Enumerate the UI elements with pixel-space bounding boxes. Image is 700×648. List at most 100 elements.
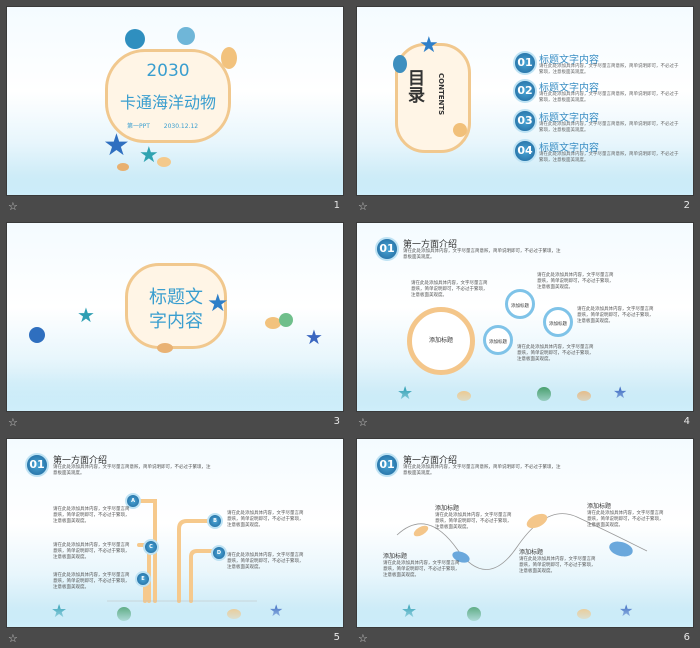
section-badge: 01 xyxy=(25,453,49,477)
section-badge: 01 xyxy=(375,237,399,261)
sea-gradient xyxy=(357,387,693,411)
node-badge: D xyxy=(211,545,227,561)
section-heading: 第一方面介绍 xyxy=(53,456,108,466)
small-circle-right[interactable]: 添加标题 xyxy=(543,307,573,337)
toc-en: CONTENTS xyxy=(437,73,445,116)
toc-item-title: 标题文字内容 xyxy=(539,83,599,94)
slide-thumbnail-5[interactable]: 01 第一方面介绍 请在此处添加具体内容，文字尽量言简意赅，简单说明即可，不必过… xyxy=(6,438,344,648)
starfish-icon: ★ xyxy=(207,289,229,317)
step-text-2: 请在此处添加具体内容，文字尽量言简意赅，简单说明即可，不必过于繁琐，注意板面美观… xyxy=(435,513,512,530)
slide-number: 4 xyxy=(683,416,690,427)
section-badge: 01 xyxy=(375,453,399,477)
section-title-line2: 字内容 xyxy=(149,311,203,332)
slide-3-footer: ☆ 3 xyxy=(6,414,344,432)
step-text-3: 请在此处添加具体内容，文字尽量言简意赅，简单说明即可，不必过于繁琐，注意板面美观… xyxy=(519,557,596,574)
slide-number: 5 xyxy=(333,632,340,643)
toc-badge: 04 xyxy=(513,139,537,163)
slide-thumbnail-1[interactable]: 2030 卡通海洋动物 第一PPT 2030.12.12 ★ ★ ☆ 1 xyxy=(6,6,344,216)
slide-3-canvas: 标题文 字内容 ★ ★ ★ xyxy=(6,222,344,412)
date-text: 2030.12.12 xyxy=(163,123,199,130)
shell-decoration xyxy=(157,343,173,353)
slide-thumbnail-2[interactable]: 目录 CONTENTS ★ 01 标题文字内容 请在此处添加具体内容，文字尽量言… xyxy=(356,6,694,216)
step-text-1: 请在此处添加具体内容，文字尽量言简意赅，简单说明即可，不必过于繁琐，注意板面美观… xyxy=(383,561,460,578)
shell-decoration xyxy=(453,123,467,137)
section-desc: 请在此处添加具体内容，文字尽量言简意赅，简单说明即可，不必过于繁琐，注意板面美观… xyxy=(403,465,561,476)
sea-gradient xyxy=(357,171,693,195)
star-icon[interactable]: ☆ xyxy=(358,200,368,213)
branch-text-d: 请在此处添加具体内容，文字尽量言简意赅，简单说明即可，不必过于繁琐，注意板面美观… xyxy=(227,553,304,570)
step-text-4: 请在此处添加具体内容，文字尽量言简意赅，简单说明即可，不必过于繁琐，注意板面美观… xyxy=(587,511,664,528)
slide-title: 卡通海洋动物 xyxy=(119,93,216,112)
sea-gradient xyxy=(7,603,343,627)
shell-decoration xyxy=(265,317,281,329)
sea-gradient xyxy=(357,603,693,627)
text-block-a: 请在此处添加具体内容，文字尽量言简意赅，简单说明即可，不必过于繁琐，注意板面美观… xyxy=(411,281,488,298)
small-circle-label: 添加标题 xyxy=(489,340,507,345)
slide-1-canvas: 2030 卡通海洋动物 第一PPT 2030.12.12 ★ ★ xyxy=(6,6,344,196)
slide-4-canvas: 01 第一方面介绍 请在此处添加具体内容，文字尽量言简意赅，简单说明即可，不必过… xyxy=(356,222,694,412)
node-badge: B xyxy=(207,513,223,529)
section-frame xyxy=(125,263,227,349)
toc-item-desc: 请在此处添加具体内容，文字尽量言简意赅，简单说明即可，不必过于繁琐，注意板面美观… xyxy=(539,152,679,163)
branch-text-e: 请在此处添加具体内容，文字尽量言简意赅，简单说明即可，不必过于繁琐，注意板面美观… xyxy=(53,573,130,590)
text-block-b: 请在此处添加具体内容，文字尽量言简意赅，简单说明即可，不必过于繁琐，注意板面美观… xyxy=(537,273,614,290)
small-circle-top[interactable]: 添加标题 xyxy=(505,289,535,319)
starfish-icon: ★ xyxy=(103,128,130,163)
star-icon[interactable]: ☆ xyxy=(8,632,18,645)
slide-1-footer: ☆ 1 xyxy=(6,198,344,216)
star-icon[interactable]: ☆ xyxy=(8,200,18,213)
section-desc: 请在此处添加具体内容，文字尽量言简意赅，简单说明即可，不必过于繁琐，注意板面美观… xyxy=(403,249,561,260)
slide-2-footer: ☆ 2 xyxy=(356,198,694,216)
slide-number: 1 xyxy=(333,200,340,211)
shell-decoration xyxy=(279,313,293,327)
toc-item-title: 标题文字内容 xyxy=(539,113,599,124)
section-desc: 请在此处添加具体内容，文字尽量言简意赅，简单说明即可，不必过于繁琐，注意板面美观… xyxy=(53,465,211,476)
star-icon[interactable]: ☆ xyxy=(358,632,368,645)
slide-thumbnail-3[interactable]: 标题文 字内容 ★ ★ ★ ☆ 3 xyxy=(6,222,344,432)
main-circle-label: 添加标题 xyxy=(428,337,453,344)
branch-text-c: 请在此处添加具体内容，文字尽量言简意赅，简单说明即可，不必过于繁琐，注意板面美观… xyxy=(53,543,130,560)
small-circle-label: 添加标题 xyxy=(511,304,529,309)
branch-text-a: 请在此处添加具体内容，文字尽量言简意赅，简单说明即可，不必过于繁琐，注意板面美观… xyxy=(53,507,130,524)
step-title-1: 添加标题 xyxy=(383,553,408,560)
starfish-icon: ★ xyxy=(419,33,439,58)
small-circle-left[interactable]: 添加标题 xyxy=(483,325,513,355)
slide-thumbnail-6[interactable]: 01 第一方面介绍 请在此处添加具体内容，文字尽量言简意赅，简单说明即可，不必过… xyxy=(356,438,694,648)
star-icon[interactable]: ☆ xyxy=(8,416,18,429)
star-icon[interactable]: ☆ xyxy=(358,416,368,429)
starfish-icon: ★ xyxy=(139,143,159,168)
wave-path xyxy=(396,513,648,570)
toc-item-desc: 请在此处添加具体内容，文字尽量言简意赅，简单说明即可，不必过于繁琐，注意板面美观… xyxy=(539,122,679,133)
shell-decoration xyxy=(117,163,129,171)
branch-diagram xyxy=(107,499,257,603)
starfish-icon: ★ xyxy=(77,303,95,327)
slide-5-footer: ☆ 5 xyxy=(6,630,344,648)
toc-title: 目录 xyxy=(404,69,424,103)
slide-2-canvas: 目录 CONTENTS ★ 01 标题文字内容 请在此处添加具体内容，文字尽量言… xyxy=(356,6,694,196)
toc-item-title: 标题文字内容 xyxy=(539,55,599,66)
slide-5-canvas: 01 第一方面介绍 请在此处添加具体内容，文字尽量言简意赅，简单说明即可，不必过… xyxy=(6,438,344,628)
slide-thumbnail-4[interactable]: 01 第一方面介绍 请在此处添加具体内容，文字尽量言简意赅，简单说明即可，不必过… xyxy=(356,222,694,432)
step-title-4: 添加标题 xyxy=(587,503,612,510)
shell-decoration xyxy=(157,157,171,167)
slide-6-footer: ☆ 6 xyxy=(356,630,694,648)
shell-decoration xyxy=(125,29,145,49)
toc-item-desc: 请在此处添加具体内容，文字尽量言简意赅，简单说明即可，不必过于繁琐，注意板面美观… xyxy=(539,92,679,103)
section-heading: 第一方面介绍 xyxy=(403,456,458,466)
year-text: 2030 xyxy=(146,61,190,81)
subtitle-text: 第一PPT xyxy=(127,123,150,130)
text-block-c: 请在此处添加具体内容，文字尽量言简意赅，简单说明即可，不必过于繁琐，注意板面美观… xyxy=(577,307,654,324)
slide-number: 6 xyxy=(683,632,690,643)
text-block-d: 请在此处添加具体内容，文字尽量言简意赅，简单说明即可，不必过于繁琐，注意板面美观… xyxy=(517,345,594,362)
step-title-3: 添加标题 xyxy=(519,549,544,556)
main-circle[interactable]: 添加标题 xyxy=(407,307,475,375)
slide-number: 3 xyxy=(333,416,340,427)
toc-badge: 02 xyxy=(513,79,537,103)
slide-6-canvas: 01 第一方面介绍 请在此处添加具体内容，文字尽量言简意赅，简单说明即可，不必过… xyxy=(356,438,694,628)
sea-gradient xyxy=(7,171,343,195)
step-title-2: 添加标题 xyxy=(435,505,460,512)
toc-item-title: 标题文字内容 xyxy=(539,143,599,154)
section-heading: 第一方面介绍 xyxy=(403,240,458,250)
shell-decoration xyxy=(29,327,45,343)
toc-item-desc: 请在此处添加具体内容，文字尽量言简意赅，简单说明即可，不必过于繁琐，注意板面美观… xyxy=(539,64,679,75)
